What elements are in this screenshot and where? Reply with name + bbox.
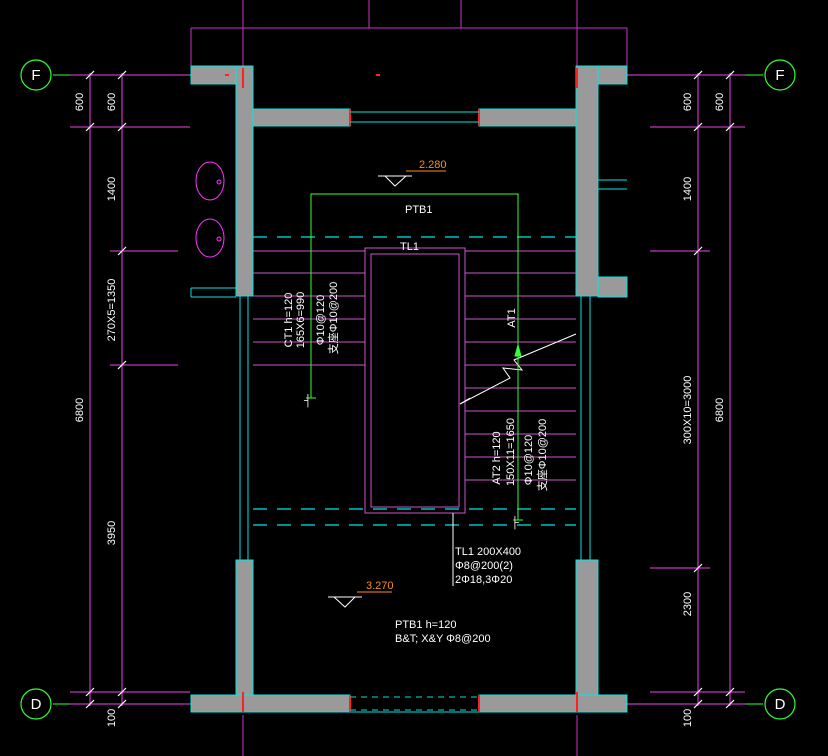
ct1-note-3: Φ10@120 — [315, 295, 327, 346]
grid-bubble-d-left: D — [20, 688, 52, 720]
landing-edges — [253, 236, 576, 526]
stair-well — [364, 247, 466, 514]
grid-bubble-f-right: F — [764, 59, 796, 91]
dim-left-outer-6800: 6800 — [74, 398, 86, 422]
outline-frame — [190, 66, 628, 713]
dim-right-steps: 300X10=3000 — [682, 376, 694, 445]
left-dimension-ticks — [85, 70, 127, 709]
axis-label-f-right: F — [775, 67, 784, 84]
stair-treads-left — [253, 250, 365, 366]
arrow-tag-right: ├ — [511, 515, 519, 530]
ptb1-note-2: B&T; X&Y Φ8@200 — [395, 633, 491, 645]
elevation-upper: 2.280 — [419, 159, 447, 171]
tl1-note-3: 2Φ18,3Φ20 — [455, 574, 512, 586]
dim-left-steps: 270X5=1350 — [106, 279, 118, 342]
run-tags: ┤ ├ — [303, 393, 519, 530]
axis-label-d-right: D — [775, 696, 786, 713]
at2-note-2: 150X11=1650 — [505, 418, 517, 486]
label-at1: AT1 — [506, 308, 518, 327]
right-dimension-ticks — [693, 70, 735, 709]
inner-wall-faces — [239, 296, 591, 560]
column-marks — [225, 68, 578, 712]
right-dimension-texts: 600 1400 300X10=3000 2300 100 600 6800 — [682, 93, 726, 727]
tl1-note-1: TL1 200X400 — [455, 546, 521, 558]
dim-right-100: 100 — [682, 709, 694, 727]
sanitary-fixtures — [195, 161, 225, 258]
arrow-tag-left: ┤ — [303, 393, 312, 408]
elevation-lower: 3.270 — [366, 580, 394, 592]
ct1-note-2: 165X6=990 — [295, 292, 307, 349]
ct1-note-4: 支座Φ10@200 — [326, 282, 340, 355]
grid-bubble-f-left: F — [20, 59, 52, 91]
ptb1-note-1: PTB1 h=120 — [395, 619, 456, 631]
dim-left-100: 100 — [106, 709, 118, 727]
dim-left-outer-600: 600 — [74, 93, 86, 111]
break-line — [459, 333, 577, 405]
dim-left-inner-600: 600 — [106, 93, 118, 111]
run-direction-lines — [306, 193, 523, 521]
left-dimension-lines — [70, 73, 190, 706]
dim-left-1400: 1400 — [106, 177, 118, 201]
stair-treads-right — [465, 250, 576, 481]
dim-right-outer-6800: 6800 — [714, 398, 726, 422]
axis-label-f-left: F — [31, 67, 40, 84]
axis-label-d-left: D — [31, 696, 42, 713]
label-ptb1: PTB1 — [405, 204, 433, 216]
tl1-note-2: Φ8@200(2) — [455, 560, 513, 572]
dim-right-2300: 2300 — [682, 592, 694, 616]
elevation-marker-upper: 2.280 — [378, 159, 447, 187]
label-tl1: TL1 — [400, 241, 419, 253]
dim-left-3950: 3950 — [106, 521, 118, 545]
ct1-note-1: CT1 h=120 — [283, 293, 295, 348]
annotations: PTB1 TL1 AT1 CT1 h=120 165X6=990 Φ10@120… — [283, 204, 549, 645]
dim-right-outer-600: 600 — [714, 93, 726, 111]
dim-right-1400: 1400 — [682, 177, 694, 201]
projection-lines — [190, 0, 628, 756]
walls — [190, 65, 628, 713]
left-dimension-texts: 600 6800 100 600 1400 270X5=1350 3950 — [74, 93, 118, 727]
at2-note-3: Φ10@120 — [523, 435, 535, 486]
right-dimension-lines — [628, 73, 745, 706]
at2-note-4: 支座Φ10@200 — [535, 419, 549, 492]
grid-bubble-d-right: D — [764, 688, 796, 720]
windows — [350, 111, 479, 711]
elevation-marker-lower: 3.270 — [328, 580, 394, 608]
grid-axis-lines — [53, 74, 763, 705]
at2-note-1: AT2 h=120 — [491, 431, 503, 484]
dim-right-inner-600: 600 — [682, 93, 694, 111]
